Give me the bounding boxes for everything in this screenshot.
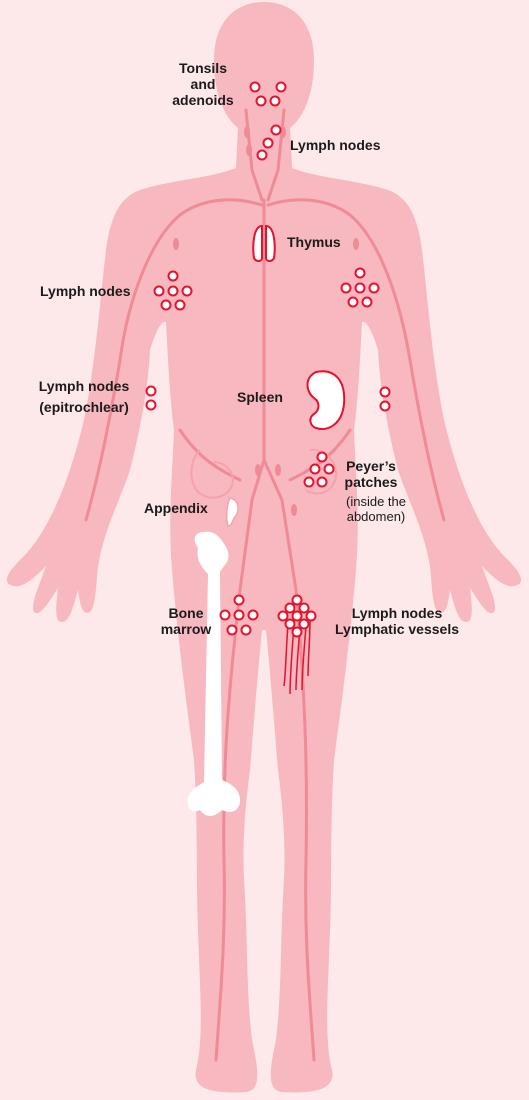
label-thymus: Thymus [287,234,341,250]
label-tonsils: Tonsils and adenoids [165,60,241,108]
label-groin-line1: Lymph nodes [322,605,472,621]
label-tonsils-line1: Tonsils [165,60,241,76]
label-peyers-note: (inside the abdomen) [336,494,416,524]
label-peyers-patches: Peyer’s patches [341,458,401,490]
label-bone-marrow: Bone marrow [156,605,216,637]
label-tonsils-line3: adenoids [165,92,241,108]
label-armpit-lymph-nodes: Lymph nodes [40,283,131,299]
label-groin-line2: Lymphatic vessels [322,621,472,637]
label-bone-marrow-line1: Bone [156,605,216,621]
label-epitrochlear-line1: Lymph nodes [26,378,142,394]
label-peyers-line2: patches [341,474,401,490]
body-silhouette [7,2,521,1092]
label-epitrochlear: Lymph nodes (epitrochlear) [26,378,142,415]
label-epitrochlear-line2: (epitrochlear) [26,399,142,415]
label-bone-marrow-line2: marrow [156,621,216,637]
label-peyers-note-line2: abdomen) [336,509,416,524]
label-spleen: Spleen [237,389,283,405]
epitrochlear-nodes-left [147,387,156,410]
label-appendix: Appendix [144,500,208,516]
label-neck-lymph-nodes: Lymph nodes [290,137,381,153]
label-groin: Lymph nodes Lymphatic vessels [322,605,472,637]
label-tonsils-line2: and [165,76,241,92]
label-peyers-line1: Peyer’s [341,458,401,474]
label-peyers-note-line1: (inside the [336,494,416,509]
